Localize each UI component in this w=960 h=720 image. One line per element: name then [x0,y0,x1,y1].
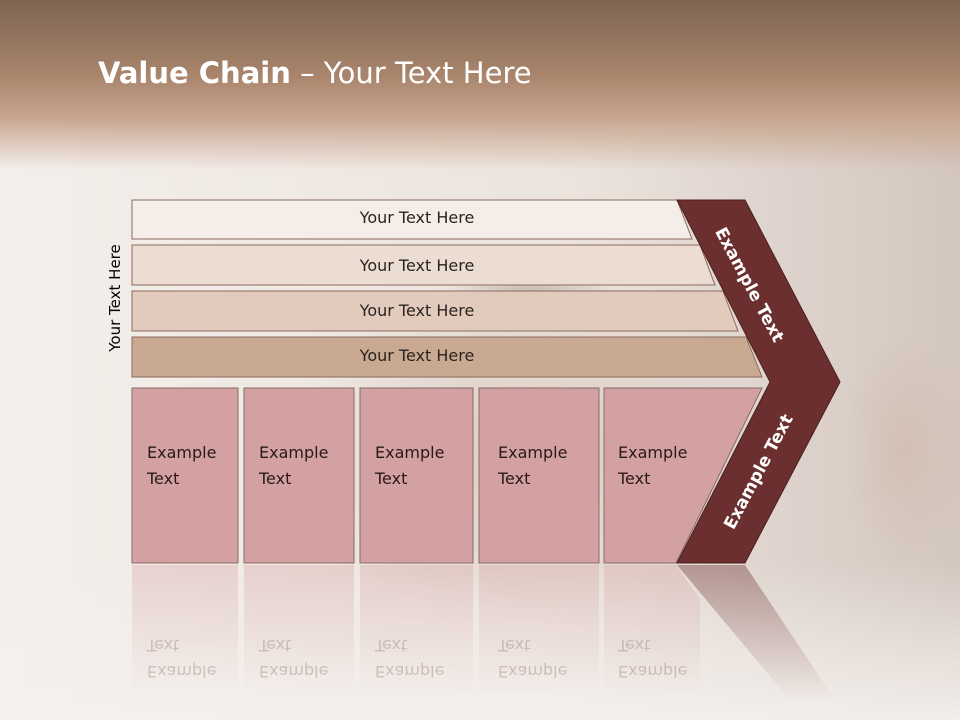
box-shape [603,387,763,564]
box-label-line: Text [498,469,531,488]
reflection-line: Text [498,636,531,655]
box-label-line: Example [147,443,217,462]
box-reflection [132,565,238,695]
bar-shape [131,336,763,378]
bar-label: Your Text Here [359,301,475,320]
box-reflection [360,565,473,695]
title-rest: – Your Text Here [290,56,532,90]
box-label-line: Example [375,443,445,462]
reflection-line: Example [375,662,445,681]
bar-label: Your Text Here [359,256,475,275]
box-shape [359,387,474,564]
reflection-line: Text [259,636,292,655]
chevron-arrow [676,199,841,564]
reflection-line: Example [498,662,568,681]
bar-label: Your Text Here [359,208,475,227]
reflection-line: Example [259,662,329,681]
box-reflection [479,565,599,695]
bar-shape [131,290,739,332]
box-shape [131,387,239,564]
reflection-line: Example [618,662,688,681]
box-shape [478,387,600,564]
box-label-line: Text [147,469,180,488]
bar-shape [131,199,693,240]
reflection-group [132,565,835,700]
box-label-line: Text [375,469,408,488]
reflection-text: Example Text [618,632,687,684]
title-band [0,0,960,170]
title-bold: Value Chain [98,56,291,90]
box-reflection [604,565,700,695]
box-label-line: Example [618,443,688,462]
reflection-text: Example Text [498,632,567,684]
bar-label: Your Text Here [359,346,475,365]
box-label-line: Text [259,469,292,488]
reflection-line: Text [375,636,408,655]
box-shape [243,387,355,564]
box-label-line: Example [498,443,568,462]
reflection-line: Example [147,662,217,681]
bar-shape [131,244,716,286]
reflection-line: Text [618,636,651,655]
reflection-text: Example Text [147,632,216,684]
reflection-text: Example Text [259,632,328,684]
reflection-line: Text [147,636,180,655]
slide-title: Value Chain – Your Text Here [98,56,532,90]
reflection-text: Example Text [375,632,444,684]
box-label-line: Example [259,443,329,462]
box-label-line: Text [618,469,651,488]
arrow-reflection [677,565,835,700]
box-reflection [244,565,354,695]
